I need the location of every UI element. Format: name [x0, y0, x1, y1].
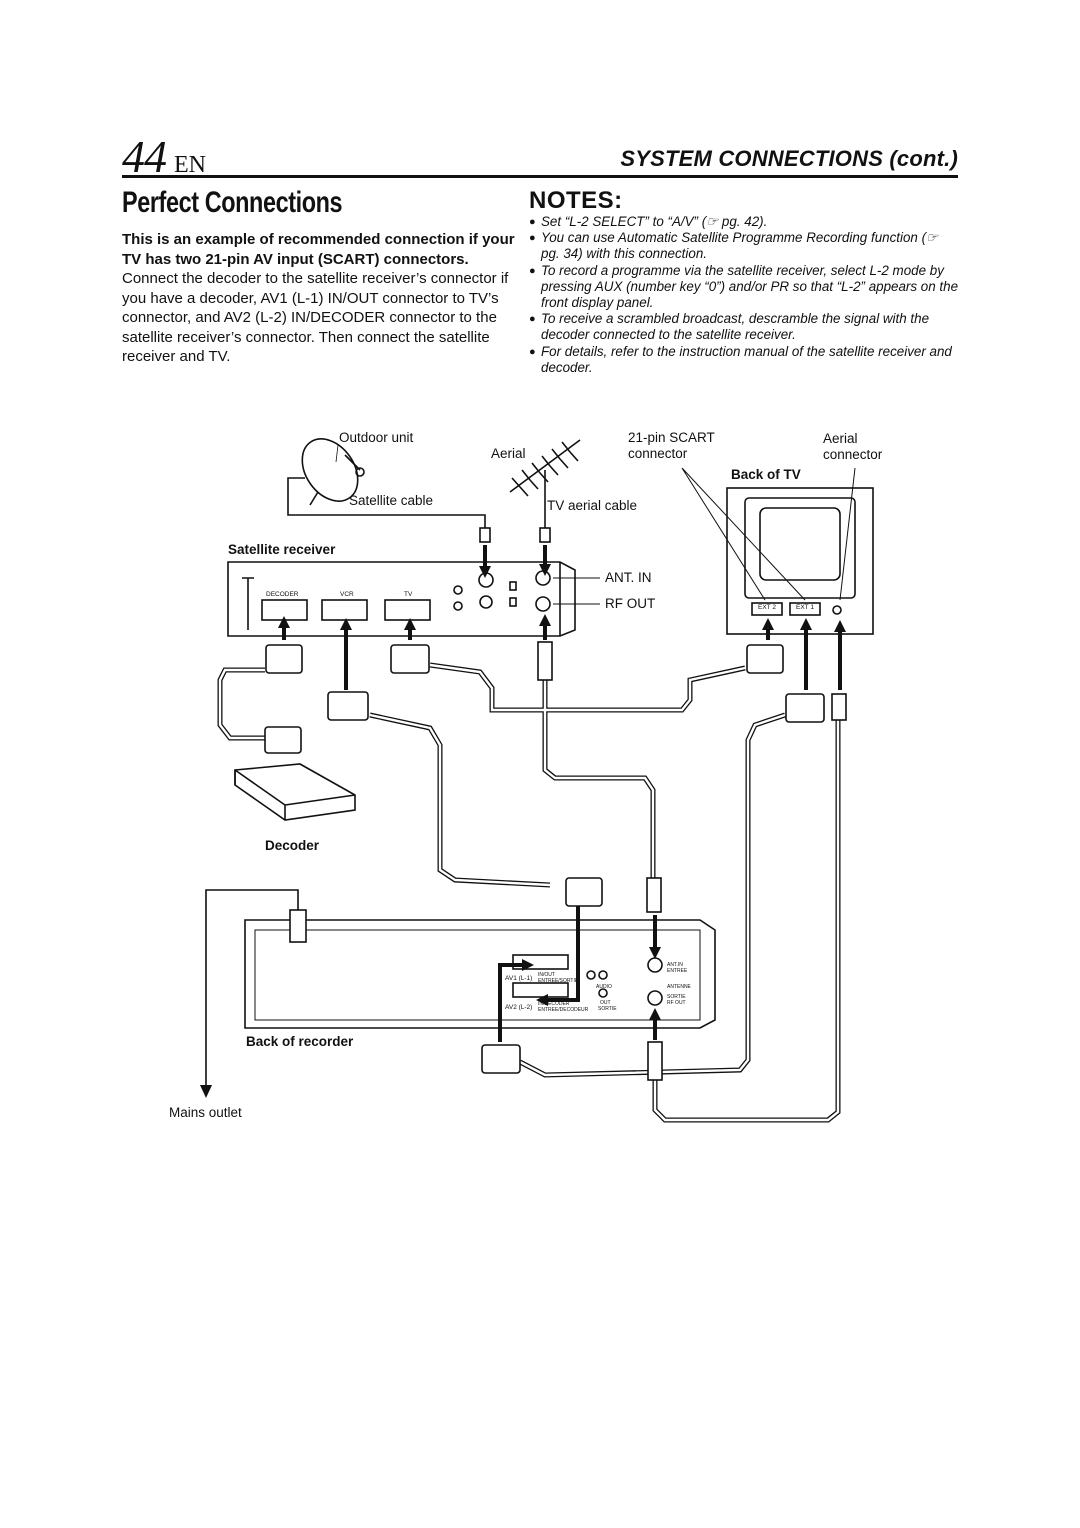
page-title: Perfect Connections [122, 186, 343, 219]
rec-av2-sub1: IN/DECODER [538, 1001, 570, 1007]
header-rule [122, 175, 958, 178]
satellite-cable-label: Satellite cable [349, 493, 434, 508]
rec-out-label: OUT [600, 1000, 611, 1006]
aerial-connector-label-1: Aerial [823, 431, 858, 446]
rec-sortie-label: SORTIE [598, 1006, 617, 1012]
rf-out-label: RF OUT [605, 596, 656, 611]
note-item: To receive a scrambled broadcast, descra… [529, 311, 959, 343]
satellite-receiver-label: Satellite receiver [228, 542, 336, 557]
rec-av1-label: AV1 (L-1) [505, 975, 532, 982]
tv-aerial-cable-label: TV aerial cable [547, 498, 638, 513]
rec-sortie2-label: SORTIE [667, 994, 686, 1000]
rec-audio-label: AUDIO [596, 984, 612, 990]
decoder-icon [234, 763, 356, 821]
rec-av1-sub1: IN/OUT [538, 972, 555, 978]
rx-vcr-label: VCR [340, 591, 354, 598]
note-item: You can use Automatic Satellite Programm… [529, 230, 959, 262]
notes-heading: NOTES: [529, 187, 623, 214]
back-of-recorder-label: Back of recorder [246, 1034, 354, 1049]
note-item: For details, refer to the instruction ma… [529, 344, 959, 376]
intro-paragraph: This is an example of recommended connec… [122, 230, 518, 367]
rx-decoder-label: DECODER [266, 591, 299, 598]
section-title: SYSTEM CONNECTIONS (cont.) [620, 146, 958, 171]
satellite-receiver-icon [227, 561, 576, 637]
rec-antenne-label: ANTENNE [667, 984, 692, 990]
rec-entree-label: ENTREE [667, 968, 688, 974]
page-number-value: 44 [122, 131, 167, 182]
rec-antin-label: ANT.IN [667, 962, 683, 968]
note-item: Set “L-2 SELECT” to “A/V” (☞ pg. 42). [529, 214, 959, 230]
page-number: 44 EN [122, 132, 206, 190]
rec-rfout-label: RF OUT [667, 1000, 686, 1006]
satellite-dish-icon [301, 438, 365, 506]
tv-ext2-label: EXT 2 [758, 604, 776, 611]
mains-outlet-label: Mains outlet [169, 1105, 242, 1120]
scart-connector-label-2: connector [628, 446, 688, 461]
page-language: EN [174, 152, 206, 178]
rx-tv-label: TV [404, 591, 413, 598]
aerial-label: Aerial [491, 446, 526, 461]
back-of-tv-label: Back of TV [731, 467, 801, 482]
intro-lead: This is an example of recommended connec… [122, 231, 515, 268]
decoder-label: Decoder [265, 838, 320, 853]
ant-in-label: ANT. IN [605, 570, 652, 585]
notes-list: Set “L-2 SELECT” to “A/V” (☞ pg. 42). Yo… [529, 214, 959, 376]
intro-body: Connect the decoder to the satellite rec… [122, 270, 509, 365]
outdoor-unit-label: Outdoor unit [339, 430, 414, 445]
aerial-connector-label-2: connector [823, 447, 883, 462]
note-item: To record a programme via the satellite … [529, 263, 959, 312]
tv-icon [726, 487, 874, 635]
aerial-icon [509, 439, 581, 530]
tv-ext1-label: EXT 1 [796, 604, 814, 611]
rec-av2-label: AV2 (L-2) [505, 1004, 532, 1011]
rec-av1-sub2: ENTREE/SORTIE [538, 978, 579, 984]
rec-av2-sub2: ENTREE/DECODEUR [538, 1007, 589, 1013]
recorder-icon [244, 919, 716, 1029]
scart-connector-label-1: 21-pin SCART [628, 430, 715, 445]
